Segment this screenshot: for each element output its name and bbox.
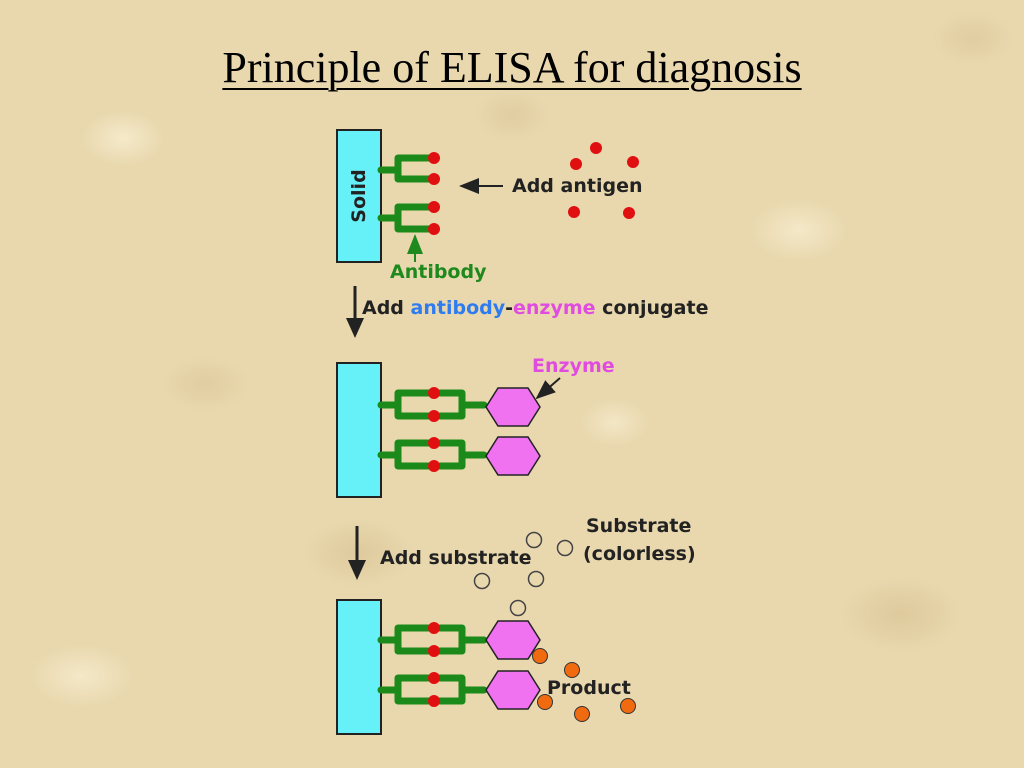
step2-instruction: Add antibody-enzyme conjugate bbox=[362, 297, 708, 319]
substrate-molecule bbox=[525, 531, 543, 549]
antigen-bound bbox=[428, 201, 440, 213]
solid-label: Solid bbox=[348, 169, 370, 222]
antigen-bound bbox=[428, 410, 440, 422]
free-antigen bbox=[570, 158, 582, 170]
step2-group: Enzyme bbox=[336, 355, 615, 498]
free-antigen bbox=[568, 206, 580, 218]
substrate-label-line1: Substrate bbox=[586, 515, 691, 537]
arrow-enzyme bbox=[535, 377, 561, 400]
enzyme-hexagon bbox=[485, 620, 541, 660]
substrate-molecule bbox=[556, 539, 574, 557]
enzyme-word: enzyme bbox=[513, 297, 596, 319]
sandwich-complex bbox=[377, 389, 488, 420]
product-molecule bbox=[574, 706, 590, 722]
antigen-bound bbox=[428, 437, 440, 449]
free-antigen bbox=[627, 156, 639, 168]
enzyme-hexagon bbox=[485, 387, 541, 427]
solid-phase-3 bbox=[336, 599, 382, 735]
enzyme-hexagon bbox=[485, 670, 541, 710]
product-label: Product bbox=[547, 677, 631, 699]
page-title: Principle of ELISA for diagnosis bbox=[222, 43, 802, 92]
add-antigen-label: Add antigen bbox=[512, 175, 642, 197]
solid-phase-1 bbox=[336, 129, 382, 263]
antibody-label: Antibody bbox=[390, 261, 487, 283]
step3-group: Product bbox=[336, 599, 636, 735]
antigen-bound bbox=[428, 387, 440, 399]
antigen-bound bbox=[428, 173, 440, 185]
step-arrow-1 bbox=[346, 286, 364, 338]
antigen-bound bbox=[428, 223, 440, 235]
step1-group: Solid Add antigen Antibody bbox=[336, 129, 642, 283]
substrate-molecule bbox=[527, 570, 545, 588]
sandwich-complex bbox=[377, 624, 488, 655]
substrate-molecule bbox=[509, 599, 527, 617]
add-substrate-label: Add substrate bbox=[380, 547, 532, 569]
capture-antibody bbox=[377, 203, 434, 233]
free-antigen bbox=[590, 142, 602, 154]
free-antigen bbox=[623, 207, 635, 219]
product-molecule bbox=[537, 694, 553, 710]
enzyme-label: Enzyme bbox=[532, 355, 615, 377]
antigen-bound bbox=[428, 695, 440, 707]
substrate-molecule bbox=[473, 572, 491, 590]
product-molecule bbox=[564, 662, 580, 678]
sandwich-complex bbox=[377, 439, 488, 470]
product-molecule bbox=[532, 648, 548, 664]
step-arrow-2 bbox=[348, 526, 366, 580]
antigen-bound bbox=[428, 460, 440, 472]
antigen-bound bbox=[428, 622, 440, 634]
solid-phase-2 bbox=[336, 362, 382, 498]
antibody-word: antibody bbox=[411, 297, 506, 319]
enzyme-hexagon bbox=[485, 436, 541, 476]
product-molecule bbox=[620, 698, 636, 714]
capture-antibody bbox=[377, 154, 434, 183]
antigen-bound bbox=[428, 152, 440, 164]
substrate-label-line2: (colorless) bbox=[583, 543, 696, 565]
antigen-bound bbox=[428, 672, 440, 684]
antigen-bound bbox=[428, 645, 440, 657]
sandwich-complex bbox=[377, 674, 488, 705]
